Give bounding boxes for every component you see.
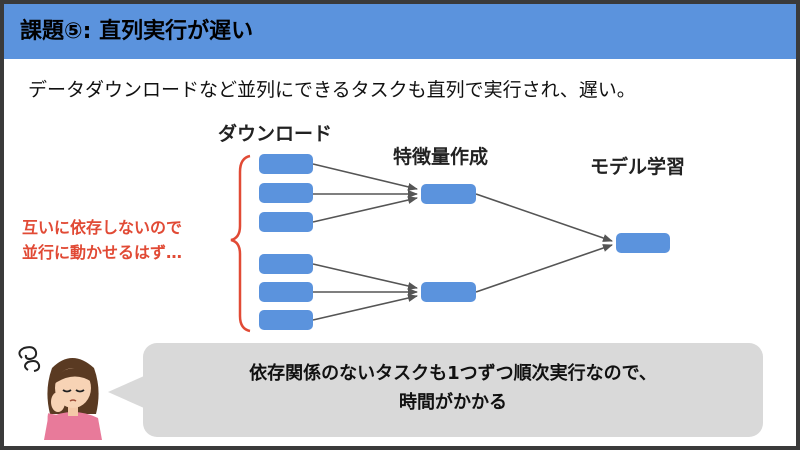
download-task-box bbox=[259, 310, 313, 330]
stage-label-training: モデル学習 bbox=[590, 156, 686, 178]
note-line: 並行に動かせるはず… bbox=[22, 243, 183, 262]
arrow bbox=[312, 163, 418, 191]
note-line: 互いに依存しないので bbox=[22, 218, 183, 237]
worried-woman-icon bbox=[18, 346, 102, 440]
lead-text: データダウンロードなど並列にできるタスクも直列で実行され、遅い。 bbox=[28, 79, 636, 101]
download-task-box bbox=[259, 254, 313, 274]
download-task-box bbox=[259, 212, 313, 232]
stage-label-features: 特徴量作成 bbox=[393, 146, 489, 168]
arrow bbox=[312, 294, 418, 321]
download-task-box bbox=[259, 154, 313, 174]
arrow bbox=[312, 196, 418, 223]
slide-title: 課題⑤: 直列実行が遅い bbox=[4, 4, 796, 59]
grouping-brace bbox=[230, 154, 251, 333]
stage-label-download: ダウンロード bbox=[218, 123, 333, 145]
dizzy-swirl-icon bbox=[18, 346, 41, 372]
arrow bbox=[475, 244, 613, 293]
bubble-line: 依存関係のないタスクも1つずつ順次実行なので、 bbox=[249, 363, 657, 384]
bubble-line: 時間がかかる bbox=[399, 392, 507, 413]
arrow bbox=[312, 263, 418, 290]
speech-bubble-tail bbox=[108, 376, 144, 408]
download-task-box bbox=[259, 183, 313, 203]
feature-task-box bbox=[421, 282, 476, 302]
feature-task-box bbox=[421, 184, 476, 204]
independence-note: 互いに依存しないので 並行に動かせるはず… bbox=[22, 215, 182, 265]
download-task-box bbox=[259, 282, 313, 302]
speech-bubble: 依存関係のないタスクも1つずつ順次実行なので、 時間がかかる bbox=[143, 343, 763, 437]
training-task-box bbox=[616, 233, 670, 253]
arrow bbox=[475, 193, 613, 242]
